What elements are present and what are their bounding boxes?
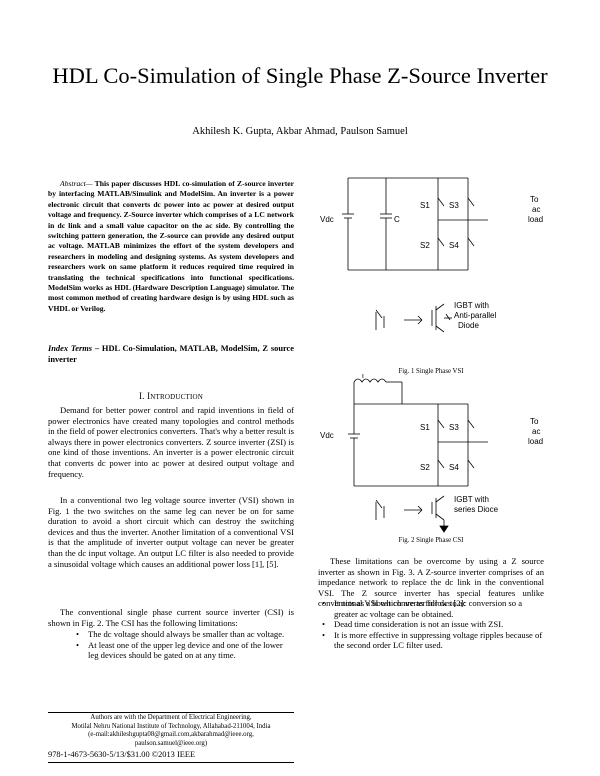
- fig2-inductor-label: l: [362, 374, 364, 380]
- footnote-line: Authors are with the Department of Elect…: [90, 714, 252, 721]
- author-footnote: Authors are with the Department of Elect…: [48, 714, 294, 748]
- fig1-to-label: To: [530, 195, 539, 204]
- fig1-s2-label: S2: [420, 241, 430, 250]
- copyright-divider: [48, 762, 294, 763]
- abstract-lead: Abstract—: [60, 179, 93, 188]
- fig1-vdc-label: Vdc: [320, 215, 334, 224]
- body-paragraph: Demand for better power control and rapi…: [48, 405, 294, 479]
- fig1-s1-label: S1: [420, 201, 430, 210]
- fig2-s4-label: S4: [449, 463, 459, 472]
- fig2-s2-label: S2: [420, 463, 430, 472]
- abstract-body: This paper discusses HDL co-simulation o…: [48, 179, 295, 313]
- figure-2-caption: Fig. 2 Single Phase CSI: [398, 537, 464, 544]
- fig1-load-label: load: [528, 215, 543, 224]
- fig1-s3-label: S3: [449, 201, 459, 210]
- paper-title: HDL Co-Simulation of Single Phase Z-Sour…: [52, 63, 548, 88]
- fig1-legend-line2: Anti-parallel: [454, 311, 496, 320]
- index-terms: Index Terms – HDL Co-Simulation, MATLAB,…: [48, 343, 294, 365]
- abstract: Abstract— This paper discusses HDL co-si…: [48, 179, 294, 314]
- index-terms-lead: Index Terms: [48, 344, 92, 353]
- body-paragraph: In a conventional two leg voltage source…: [48, 495, 294, 569]
- fig2-vdc-label: Vdc: [320, 431, 334, 440]
- fig1-capacitor-label: C: [394, 215, 400, 224]
- index-terms-body: – HDL Co-Simulation, MATLAB, ModelSim, Z…: [48, 344, 294, 364]
- figure-1-vsi-circuit: Vdc C S1 S2 S3 S4 To ac load IGBT with A…: [320, 177, 543, 333]
- csi-limitations-list: The dc voltage should always be smaller …: [72, 629, 294, 661]
- section-initial: I: [147, 391, 151, 401]
- author-list: Akhilesh K. Gupta, Akbar Ahmad, Paulson …: [192, 126, 408, 137]
- section-title-rest: NTRODUCTION: [150, 393, 204, 401]
- fig2-s1-label: S1: [420, 423, 430, 432]
- list-item: It acts as a boost converter for dc to a…: [318, 598, 544, 619]
- footnote-divider: [48, 712, 294, 713]
- body-paragraph: The conventional single phase current so…: [48, 607, 294, 628]
- figure-1-caption: Fig. 1 Single Phase VSI: [398, 368, 464, 375]
- footnote-line: (e-mail:akhileshgupta08@gmail.com,akbara…: [88, 731, 254, 739]
- fig2-legend-line1: IGBT with: [454, 495, 489, 504]
- footnote-line: paulson.samuel@ieee.org): [134, 739, 208, 747]
- list-item: Dead time consideration is not an issue …: [318, 619, 544, 630]
- list-item: At least one of the upper leg device and…: [72, 640, 294, 661]
- copyright-line: 978-1-4673-5630-5/13/$31.00 ©2013 IEEE: [48, 750, 196, 759]
- fig2-ac-label: ac: [532, 427, 540, 436]
- list-item: It is more effective in suppressing volt…: [318, 630, 544, 651]
- figure-2-csi-circuit: l Vdc S1 S2 S3 S4 To ac load IGBT with s…: [320, 374, 543, 533]
- fig1-ac-label: ac: [532, 205, 540, 214]
- section-heading-introduction: I. INTRODUCTION: [48, 391, 294, 401]
- fig1-legend-line1: IGBT with: [454, 301, 489, 310]
- section-number: I.: [138, 391, 145, 401]
- zsi-features-list: It acts as a boost converter for dc to a…: [318, 598, 544, 651]
- list-item: The dc voltage should always be smaller …: [72, 629, 294, 640]
- fig2-s3-label: S3: [449, 423, 459, 432]
- fig2-load-label: load: [528, 437, 543, 446]
- fig2-legend-line2: series Dioce: [454, 505, 499, 514]
- fig1-legend-line3: Diode: [458, 321, 479, 330]
- fig1-s4-label: S4: [449, 241, 459, 250]
- footnote-line: Motilal Nehru National Institute of Tech…: [71, 722, 271, 730]
- fig2-to-label: To: [530, 417, 539, 426]
